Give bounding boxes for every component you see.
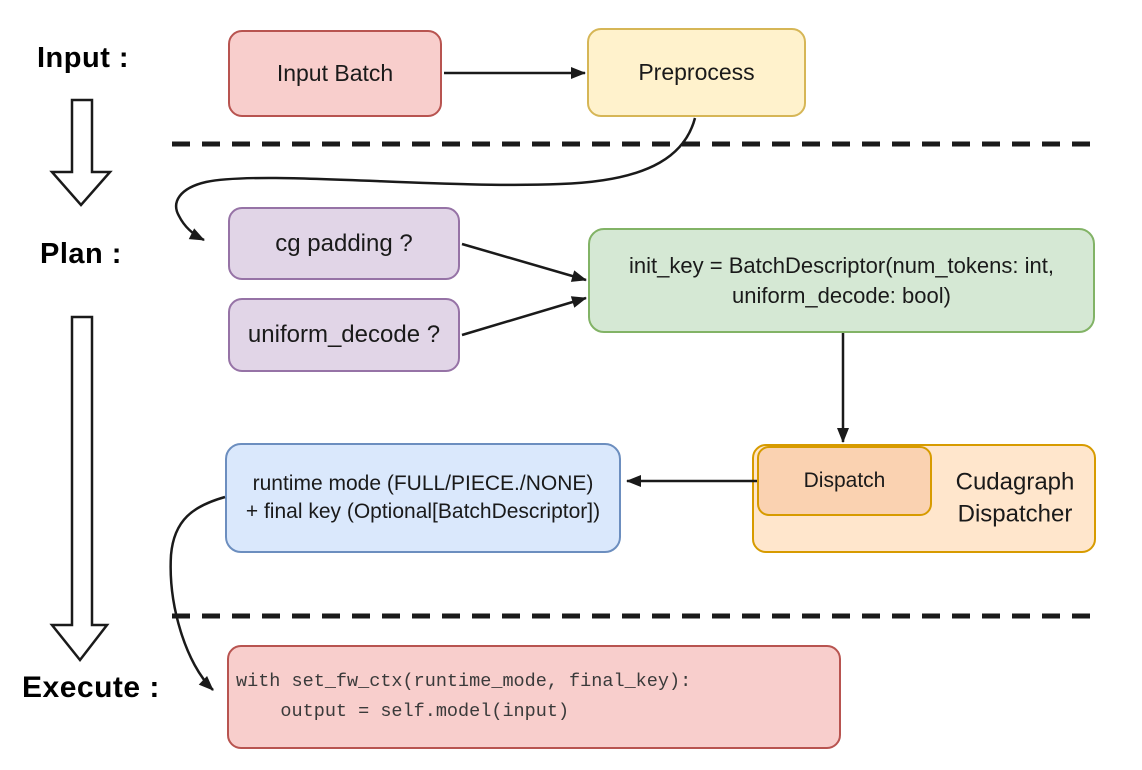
- uniform-decode-node: uniform_decode ?: [228, 298, 460, 372]
- execute-code-line1: with set_fw_ctx(runtime_mode, final_key)…: [236, 671, 692, 693]
- arrow-uniformdecode-to-initkey: [461, 296, 587, 337]
- arrow-runtimemode-to-execute: [169, 495, 226, 691]
- input-stage-label: Input :: [37, 42, 130, 74]
- init-key-line1: init_key = BatchDescriptor(num_tokens: i…: [629, 253, 1054, 279]
- dispatch-label: Dispatch: [803, 469, 886, 493]
- init-key-line2: uniform_decode: bool): [732, 282, 951, 308]
- hollow-down-arrow-plan-execute-icon: [49, 315, 110, 663]
- cg-padding-label: cg padding ?: [275, 229, 413, 257]
- init-key-node: init_key = BatchDescriptor(num_tokens: i…: [588, 228, 1095, 333]
- execute-code-line2: output = self.model(input): [236, 701, 570, 722]
- runtime-mode-line2: + final key (Optional[BatchDescriptor]): [245, 500, 601, 523]
- cudagraph-dispatcher-label: Cudagraph Dispatcher: [955, 468, 1075, 528]
- input-batch-node: Input Batch: [228, 30, 442, 117]
- execute-stage-label: Execute :: [22, 671, 160, 704]
- cg-padding-node: cg padding ?: [228, 207, 460, 280]
- dispatch-node: Dispatch: [757, 446, 932, 516]
- runtime-mode-node: runtime mode (FULL/PIECE./NONE) + final …: [225, 443, 621, 553]
- preprocess-node: Preprocess: [587, 28, 806, 117]
- preprocess-label: Preprocess: [638, 59, 755, 86]
- input-batch-label: Input Batch: [276, 60, 394, 87]
- plan-stage-label: Plan :: [40, 238, 122, 270]
- arrow-cgpadding-to-initkey: [461, 242, 587, 282]
- runtime-mode-line1: runtime mode (FULL/PIECE./NONE): [252, 472, 594, 496]
- execute-code-node: with set_fw_ctx(runtime_mode, final_key)…: [227, 645, 841, 749]
- uniform-decode-label: uniform_decode ?: [247, 321, 441, 349]
- hollow-down-arrow-input-plan-icon: [49, 98, 113, 207]
